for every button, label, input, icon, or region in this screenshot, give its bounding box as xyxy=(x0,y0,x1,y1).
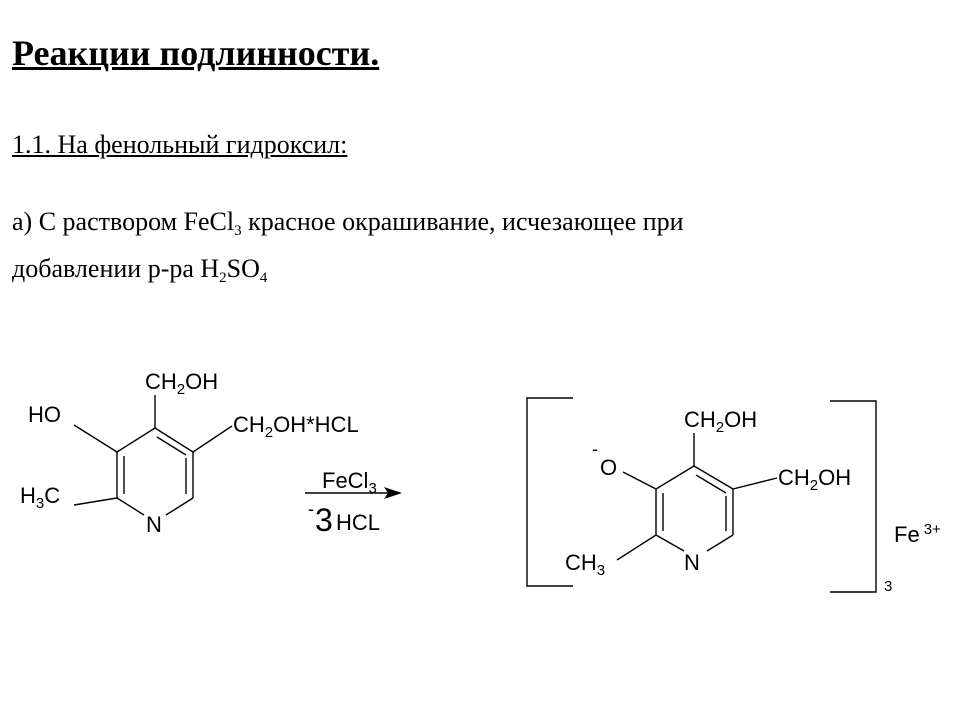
product-brackets xyxy=(526,397,877,593)
reaction-description-line2: добавлении р-ра H2SO4 xyxy=(12,254,268,286)
byproduct-hcl: HCL xyxy=(336,510,380,535)
subscript: 4 xyxy=(259,270,268,286)
label-ch2oh: CH2OH xyxy=(684,407,757,436)
byproduct-coefficient: 3 xyxy=(315,502,333,538)
label-ch3: CH3 xyxy=(565,550,605,579)
label-ho: HO xyxy=(28,402,61,427)
reactant-structure xyxy=(73,395,233,516)
text-fragment: SO xyxy=(226,254,260,283)
label-o: O xyxy=(600,455,617,480)
byproduct-minus: - xyxy=(308,499,314,519)
right-bracket xyxy=(830,400,877,593)
slide-title: Реакции подлинности. xyxy=(12,33,380,73)
substituent-bond xyxy=(616,534,657,561)
left-bracket xyxy=(526,397,573,587)
ring-bond xyxy=(655,465,695,490)
label-o-minus-sign: - xyxy=(592,439,598,459)
substituent-bond xyxy=(192,425,233,453)
label-ch2oh: CH2OH xyxy=(145,369,218,398)
ring-bond xyxy=(706,534,734,552)
section-subtitle: 1.1. На фенольный гидроксил: xyxy=(12,130,348,159)
text-fragment: красное окрашивание, исчезающее при xyxy=(241,207,684,236)
ring-bond xyxy=(116,427,156,453)
ring-bond xyxy=(154,427,194,453)
ring-bond xyxy=(655,534,685,552)
reaction-arrow: FeCl3 - 3 HCL xyxy=(305,468,402,538)
substituent-bond xyxy=(732,477,778,490)
product-structure xyxy=(616,433,778,561)
ring-bond xyxy=(165,497,194,516)
ring-bond xyxy=(116,497,145,516)
label-n: N xyxy=(684,550,700,575)
reagent-fecl3: FeCl3 xyxy=(322,468,377,497)
text-fragment: а) С раствором FeCl xyxy=(12,207,235,236)
reaction-description-line1: а) С раствором FeCl3 красное окрашивание… xyxy=(12,207,684,239)
label-h3c: H3C xyxy=(20,483,60,512)
subscript: 2 xyxy=(219,270,227,286)
label-ch2oh-right: CH2OH xyxy=(778,465,851,494)
label-n: N xyxy=(146,512,162,537)
substituent-bond xyxy=(73,497,118,506)
bracket-index: 3 xyxy=(884,578,892,595)
double-bond xyxy=(695,474,727,494)
subscript: 3 xyxy=(234,223,242,239)
double-bond xyxy=(156,436,187,456)
reactant-labels: CH2OH HO CH2OH*HCL H3C N xyxy=(20,369,359,537)
ring-bond xyxy=(693,465,734,490)
label-ch2oh-hcl: CH2OH*HCL xyxy=(233,412,359,441)
substituent-bond xyxy=(73,424,118,453)
substituent-bond xyxy=(622,471,657,490)
text-fragment: добавлении р-ра H xyxy=(12,254,220,283)
arrow-head xyxy=(384,487,402,499)
